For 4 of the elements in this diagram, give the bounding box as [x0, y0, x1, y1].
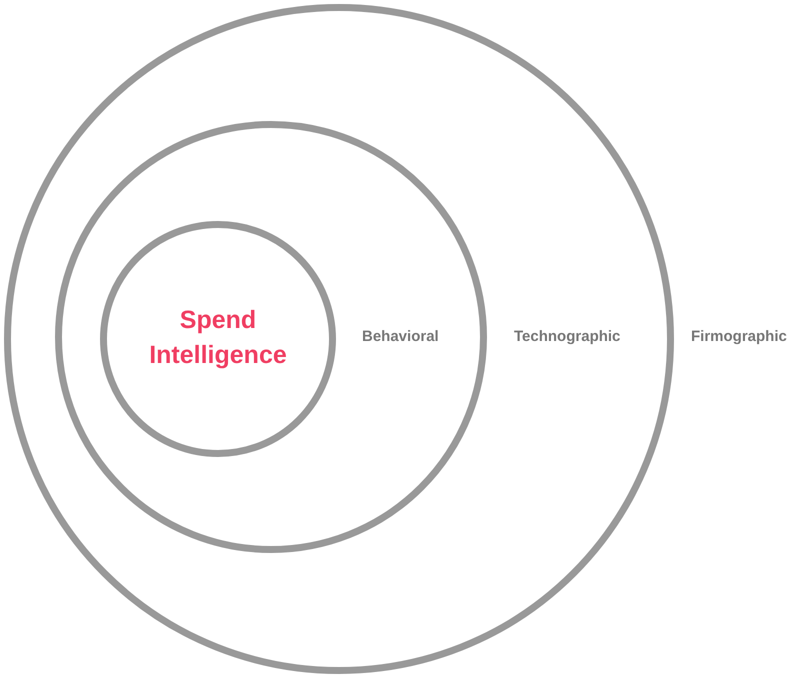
- circle-label: Firmographic: [691, 327, 787, 347]
- circle-label: Technographic: [514, 327, 620, 347]
- circle-label: Behavioral: [362, 327, 439, 347]
- center-title: Spend Intelligence: [148, 305, 288, 371]
